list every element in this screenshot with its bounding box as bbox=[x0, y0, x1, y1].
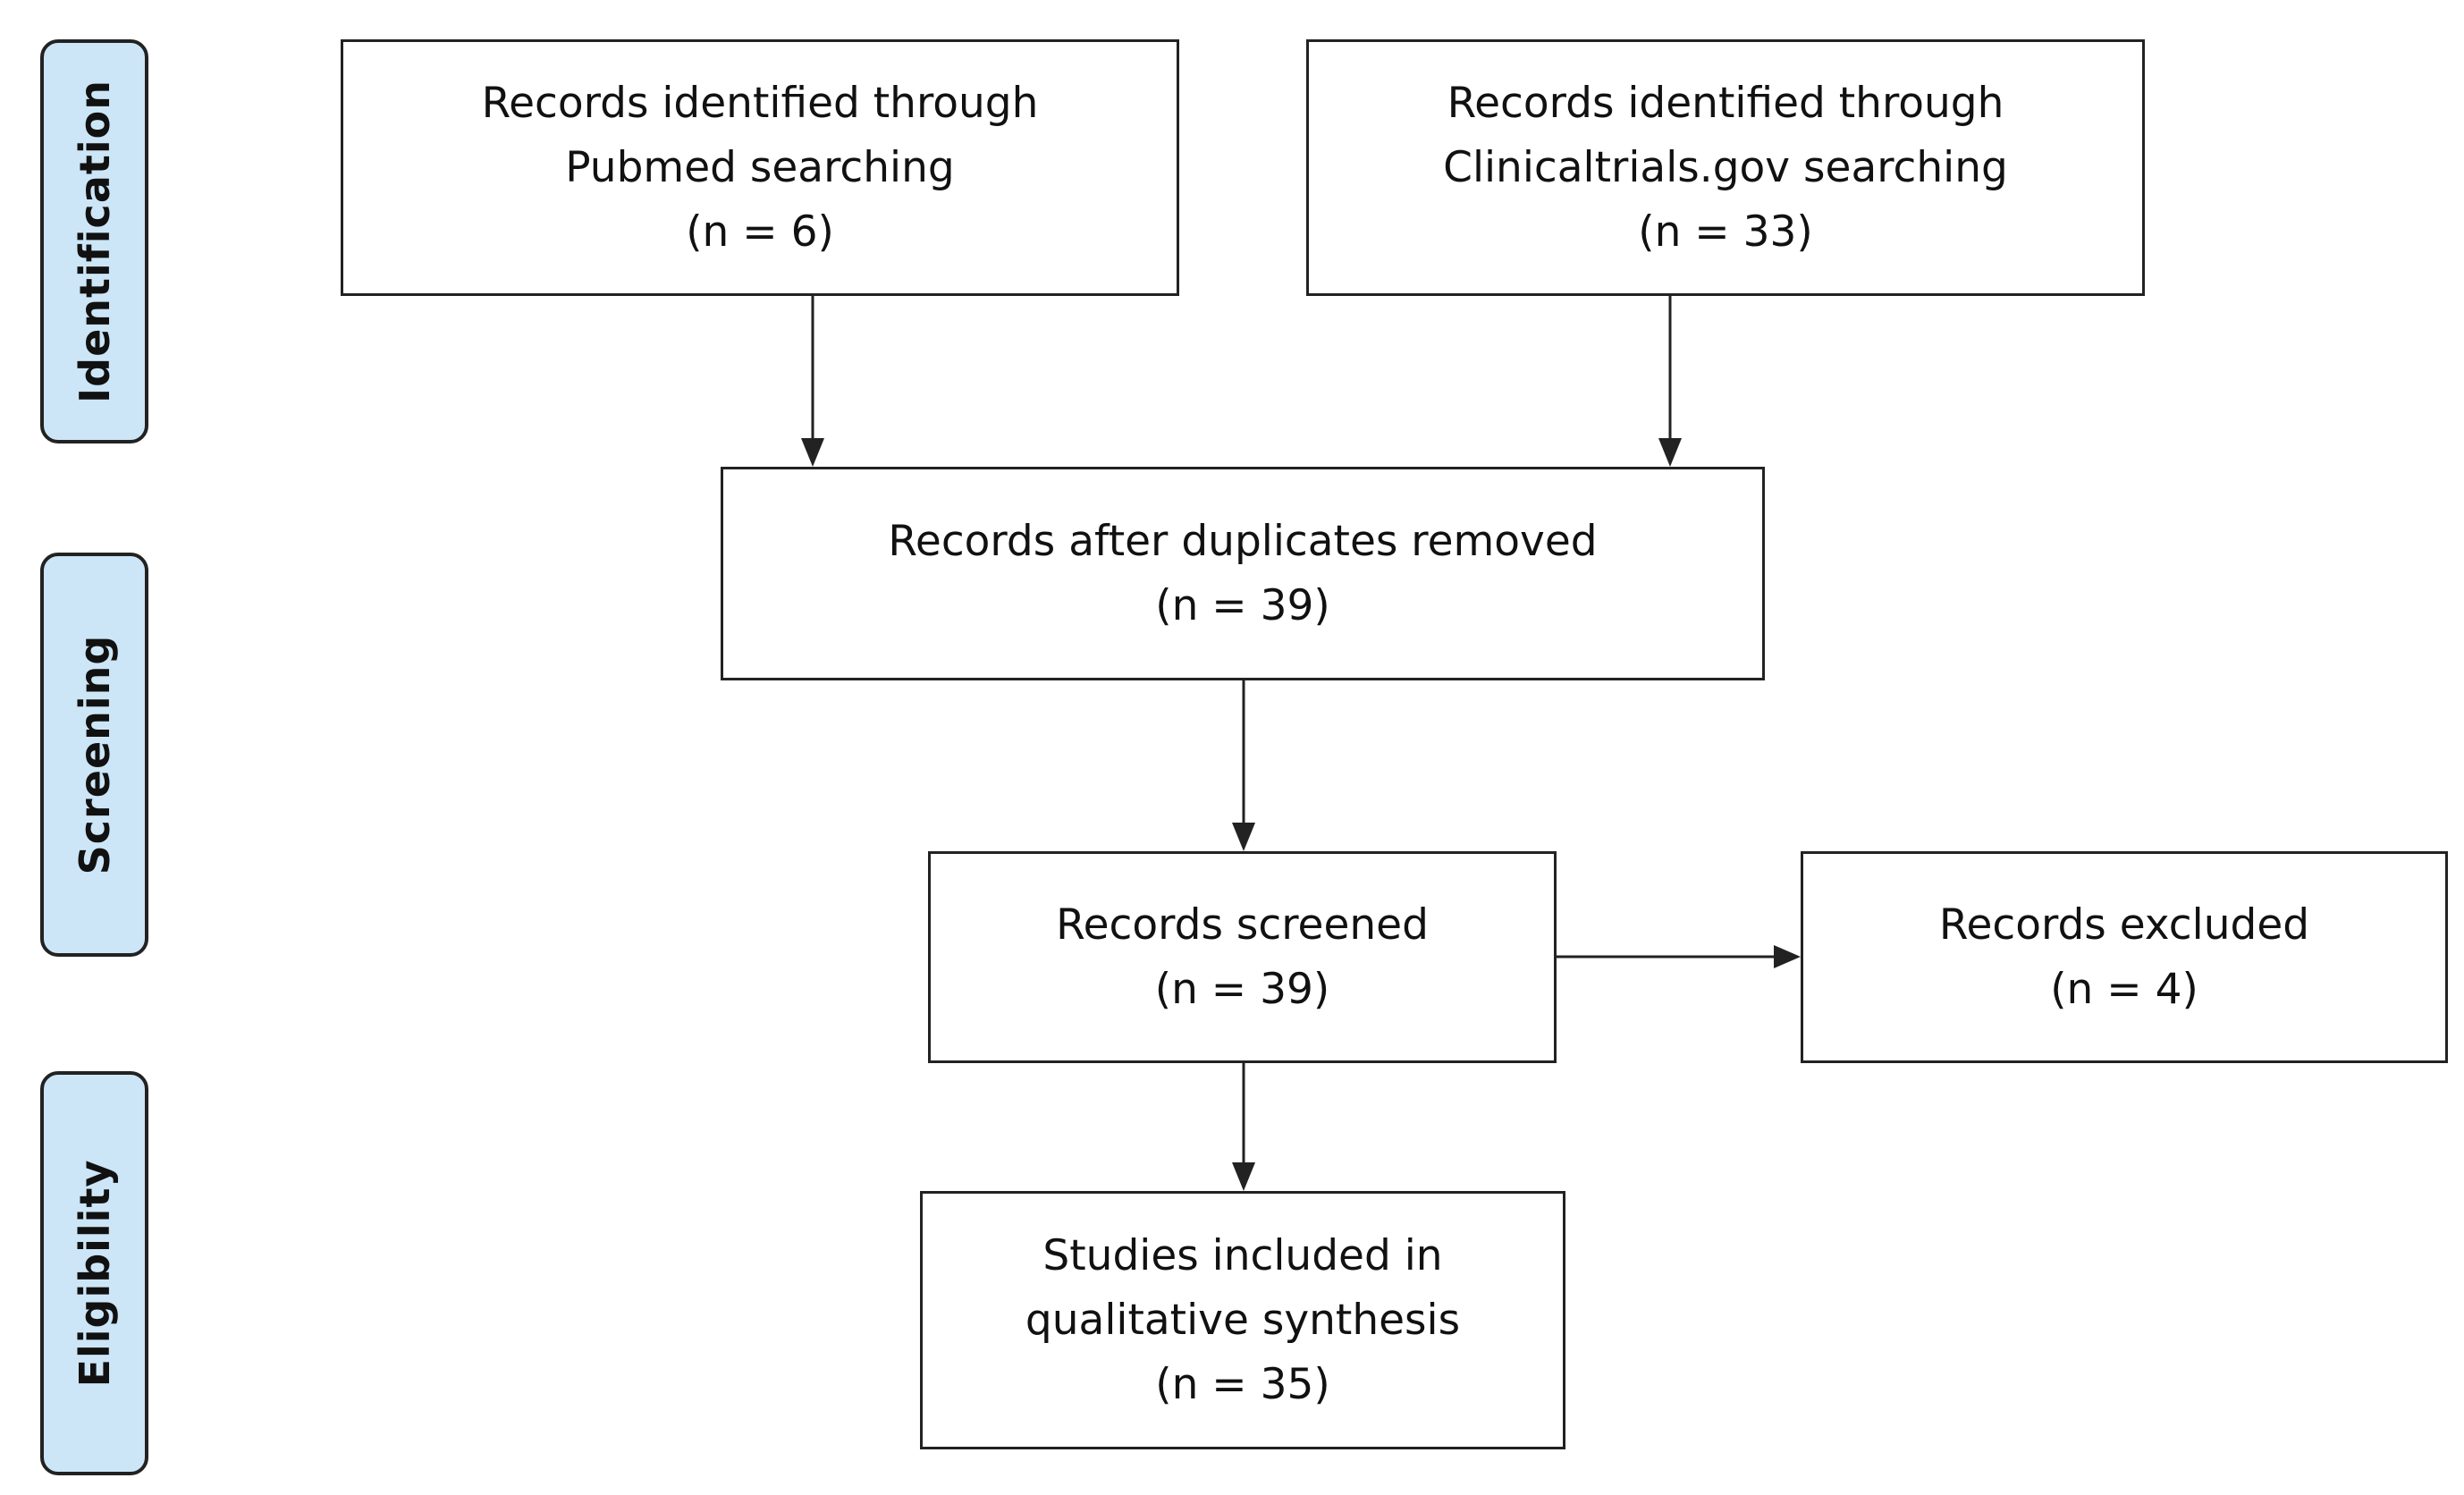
arrowhead-pubmed bbox=[801, 438, 824, 467]
records-screened-count: (n = 39) bbox=[1154, 964, 1330, 1014]
phase-eligibility: Eligibility bbox=[40, 1071, 148, 1475]
arrowhead-excluded bbox=[1774, 945, 1801, 968]
arrowhead-clinicaltrials bbox=[1658, 438, 1682, 467]
phase-identification: Identification bbox=[40, 39, 148, 443]
duplicates-removed-count: (n = 39) bbox=[1155, 580, 1330, 630]
box-records-excluded: Records excluded (n = 4) bbox=[1801, 851, 2448, 1063]
studies-included-line2: qualitative synthesis bbox=[1025, 1295, 1461, 1345]
pubmed-line2: Pubmed searching bbox=[565, 142, 955, 192]
box-clinicaltrials-records: Records identified through Clinicaltrial… bbox=[1306, 39, 2145, 296]
phase-screening: Screening bbox=[40, 553, 148, 957]
box-duplicates-removed: Records after duplicates removed (n = 39… bbox=[721, 467, 1765, 680]
clinicaltrials-count: (n = 33) bbox=[1638, 207, 1813, 257]
box-pubmed-records: Records identified through Pubmed search… bbox=[341, 39, 1179, 296]
arrowhead-included bbox=[1232, 1162, 1255, 1191]
clinicaltrials-line1: Records identified through bbox=[1447, 78, 2004, 128]
records-excluded-count: (n = 4) bbox=[2050, 964, 2198, 1014]
box-records-screened: Records screened (n = 39) bbox=[928, 851, 1557, 1063]
records-excluded-line1: Records excluded bbox=[1938, 900, 2310, 950]
studies-included-line1: Studies included in bbox=[1042, 1230, 1443, 1280]
pubmed-count: (n = 6) bbox=[686, 207, 834, 257]
clinicaltrials-line2: Clinicaltrials.gov searching bbox=[1443, 142, 2008, 192]
arrowhead-screened bbox=[1232, 823, 1255, 851]
studies-included-count: (n = 35) bbox=[1155, 1359, 1330, 1409]
records-screened-line1: Records screened bbox=[1056, 900, 1429, 950]
pubmed-line1: Records identified through bbox=[481, 78, 1039, 128]
box-studies-included: Studies included in qualitative synthesi… bbox=[920, 1191, 1565, 1449]
duplicates-removed-line1: Records after duplicates removed bbox=[888, 516, 1598, 566]
